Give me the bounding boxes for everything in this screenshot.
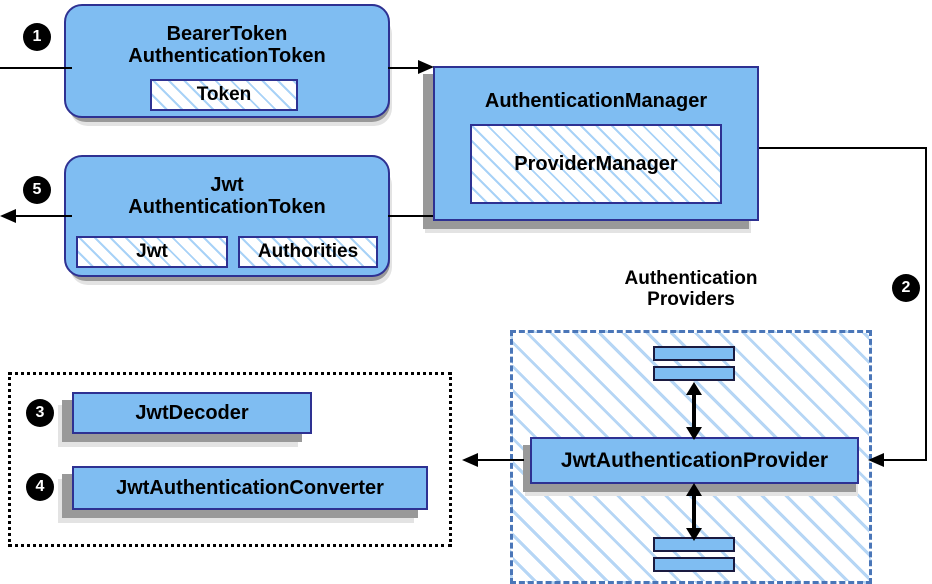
provider-manager-label: ProviderManager <box>514 152 678 175</box>
bearer-token-label-line2: AuthenticationToken <box>128 45 326 67</box>
arrowhead-to-jwt-provider <box>868 453 884 467</box>
provider-stack-bar-bottom-2 <box>653 557 735 572</box>
token-inner-box: Token <box>150 79 298 111</box>
badge-step-1: 1 <box>24 24 50 50</box>
connector-provider-to-support-group <box>478 459 524 461</box>
jwt-token-label-line1: Jwt <box>210 173 244 196</box>
providers-title-line2: Providers <box>647 289 735 311</box>
badge-step-4-number: 4 <box>35 478 45 495</box>
jwt-support-group-container <box>8 372 452 547</box>
provider-stack-bar-top-1 <box>653 346 735 361</box>
arrowhead-to-support-group <box>462 453 478 467</box>
badge-step-5: 5 <box>24 177 50 203</box>
double-arrow-bottom <box>686 483 702 541</box>
authorities-inner-label: Authorities <box>257 241 359 262</box>
jwt-token-label-line2: AuthenticationToken <box>128 196 326 218</box>
provider-stack-bar-top-2 <box>653 366 735 381</box>
connector-bearer-to-manager <box>388 67 422 69</box>
jwt-authentication-provider-label: JwtAuthenticationProvider <box>560 448 829 472</box>
badge-step-1-number: 1 <box>32 28 42 45</box>
authorities-inner-box: Authorities <box>238 236 378 268</box>
token-inner-label: Token <box>196 84 252 105</box>
providers-title-line1: Authentication <box>624 268 758 289</box>
jwt-decoder-box[interactable]: JwtDecoder <box>72 392 312 434</box>
badge-step-2-number: 2 <box>901 279 911 296</box>
jwt-authentication-converter-box[interactable]: JwtAuthenticationConverter <box>72 466 428 510</box>
jwt-authentication-provider-box[interactable]: JwtAuthenticationProvider <box>530 437 859 484</box>
arrowhead-to-auth-manager <box>418 60 434 74</box>
badge-step-3-number: 3 <box>35 404 45 421</box>
jwt-decoder-label: JwtDecoder <box>135 401 249 424</box>
connector-request-in <box>0 67 72 69</box>
badge-step-2: 2 <box>893 275 919 301</box>
bearer-token-label-line1: BearerToken <box>166 22 288 45</box>
authentication-providers-title: Authentication Providers <box>552 268 830 311</box>
arrowhead-response-out <box>0 209 16 223</box>
double-arrow-top <box>686 382 702 440</box>
provider-manager-inner-box: ProviderManager <box>470 124 722 204</box>
jwt-inner-label: Jwt <box>136 241 168 262</box>
authentication-manager-label: AuthenticationManager <box>484 90 708 112</box>
jwt-authentication-converter-label: JwtAuthenticationConverter <box>116 476 384 499</box>
badge-step-5-number: 5 <box>32 181 42 198</box>
connector-manager-to-jwt-token <box>388 215 433 217</box>
connector-manager-to-provider-top <box>759 147 927 149</box>
badge-step-3: 3 <box>27 400 53 426</box>
jwt-inner-box: Jwt <box>76 236 228 268</box>
connector-response-out <box>8 215 72 217</box>
connector-manager-to-provider-bottom <box>882 459 927 461</box>
connector-manager-to-provider-vertical <box>925 147 927 460</box>
badge-step-4: 4 <box>27 474 53 500</box>
